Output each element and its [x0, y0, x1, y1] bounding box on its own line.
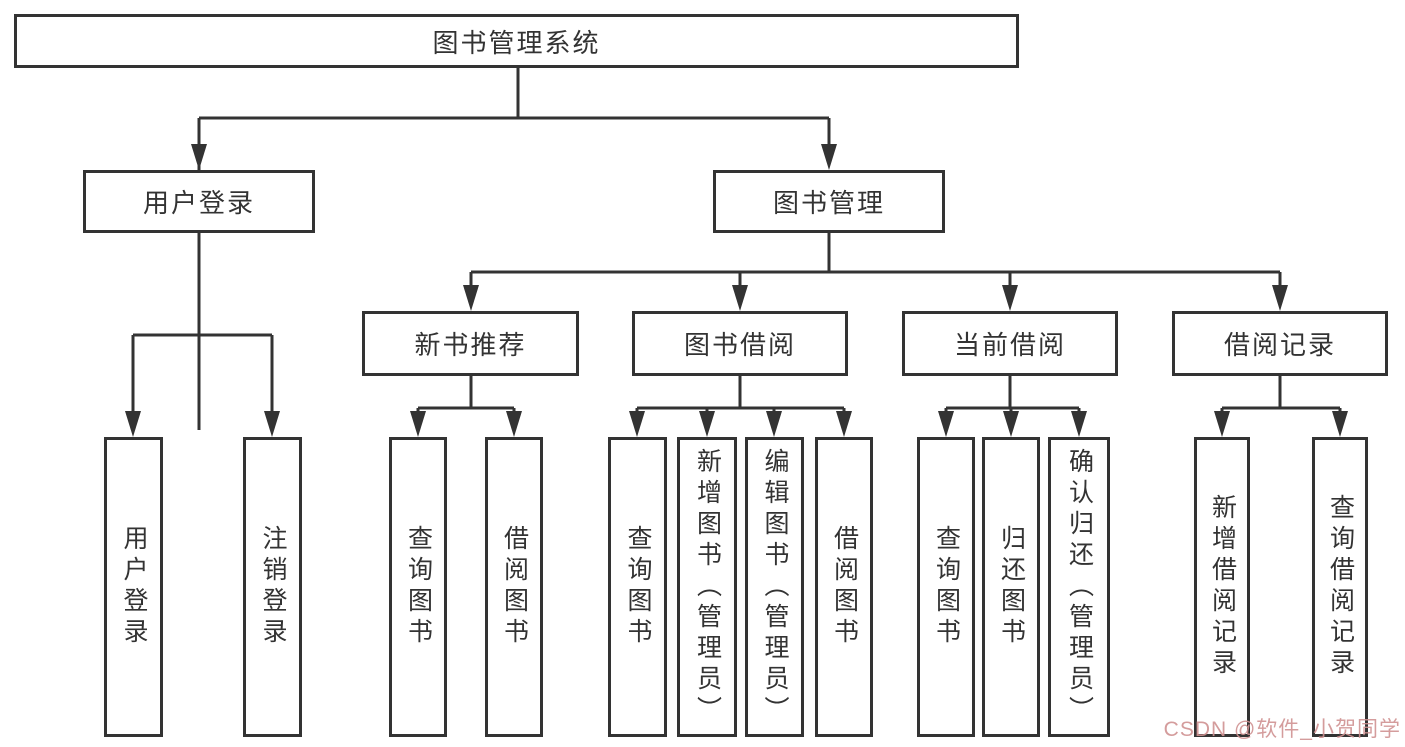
- arrow-book-management-branch: [821, 144, 837, 170]
- leaf-label: 借阅图书: [500, 525, 529, 649]
- arrow-leaf-cb-return: [1003, 411, 1019, 437]
- connector-user-login: [131, 233, 274, 432]
- leaf-label: 查询借阅记录: [1326, 494, 1355, 680]
- connector-new-book: [416, 376, 516, 432]
- connector-book-management: [469, 233, 1282, 306]
- leaf-label: 新增图书（管理员）: [693, 447, 722, 727]
- leaf-label: 查询图书: [932, 525, 961, 649]
- leaf-label: 查询图书: [404, 525, 433, 649]
- arrow-borrow-records: [1272, 285, 1288, 311]
- arrow-current-borrow: [1002, 285, 1018, 311]
- arrow-leaf-cb-query: [938, 411, 954, 437]
- leaf-label: 查询图书: [624, 525, 652, 649]
- arrow-leaf-nb-query: [410, 411, 426, 437]
- leaf-newbook-borrow-books: 借阅图书: [485, 437, 543, 737]
- leaf-records-add-record: 新增借阅记录: [1194, 437, 1250, 737]
- leaf-current-query-books: 查询图书: [917, 437, 975, 737]
- leaf-borrow-add-books-admin: 新增图书（管理员）: [677, 437, 737, 737]
- arrow-leaf-nb-borrow: [506, 411, 522, 437]
- leaf-label: 归还图书: [997, 525, 1026, 649]
- leaf-logout: 注销登录: [243, 437, 302, 737]
- arrow-leaf-bb-add: [699, 411, 715, 437]
- leaf-borrow-borrow-books: 借阅图书: [815, 437, 873, 737]
- arrow-leaf-br-add: [1214, 411, 1230, 437]
- leaf-borrow-query-books: 查询图书: [608, 437, 667, 737]
- connector-book-borrow: [635, 376, 846, 432]
- leaf-records-query-record: 查询借阅记录: [1312, 437, 1368, 737]
- arrow-new-book: [463, 285, 479, 311]
- leaf-user-login: 用户登录: [104, 437, 163, 737]
- arrow-leaf-bb-borrow: [836, 411, 852, 437]
- leaf-label: 新增借阅记录: [1208, 494, 1237, 680]
- leaf-current-confirm-return-admin: 确认归还（管理员）: [1048, 437, 1110, 737]
- leaf-label: 编辑图书（管理员）: [761, 447, 789, 727]
- connector-current-borrow: [944, 376, 1081, 432]
- node-book-management-branch: 图书管理: [713, 170, 945, 233]
- arrow-user-login-branch: [191, 144, 207, 170]
- node-borrow-records: 借阅记录: [1172, 311, 1388, 376]
- connector-borrow-records: [1220, 376, 1342, 432]
- leaf-label: 借阅图书: [830, 525, 859, 649]
- node-current-borrow: 当前借阅: [902, 311, 1118, 376]
- csdn-watermark: CSDN @软件_小贺同学: [1163, 718, 1401, 741]
- arrow-leaf-bb-edit: [766, 411, 782, 437]
- node-book-borrow: 图书借阅: [632, 311, 848, 376]
- node-new-book-recommend: 新书推荐: [362, 311, 579, 376]
- arrow-leaf-br-query: [1332, 411, 1348, 437]
- node-root-title: 图书管理系统: [14, 14, 1019, 68]
- arrow-leaf-cb-confirm: [1071, 411, 1087, 437]
- leaf-label: 用户登录: [120, 525, 148, 649]
- leaf-newbook-query-books: 查询图书: [389, 437, 447, 737]
- arrow-leaf-user-login: [125, 411, 141, 437]
- leaf-label: 确认归还（管理员）: [1065, 447, 1094, 727]
- leaf-label: 注销登录: [259, 525, 287, 649]
- node-user-login-branch: 用户登录: [83, 170, 315, 233]
- leaf-borrow-edit-books-admin: 编辑图书（管理员）: [745, 437, 804, 737]
- arrow-leaf-logout: [264, 411, 280, 437]
- leaf-current-return-books: 归还图书: [982, 437, 1040, 737]
- arrow-leaf-bb-query: [629, 411, 645, 437]
- arrow-book-borrow: [732, 285, 748, 311]
